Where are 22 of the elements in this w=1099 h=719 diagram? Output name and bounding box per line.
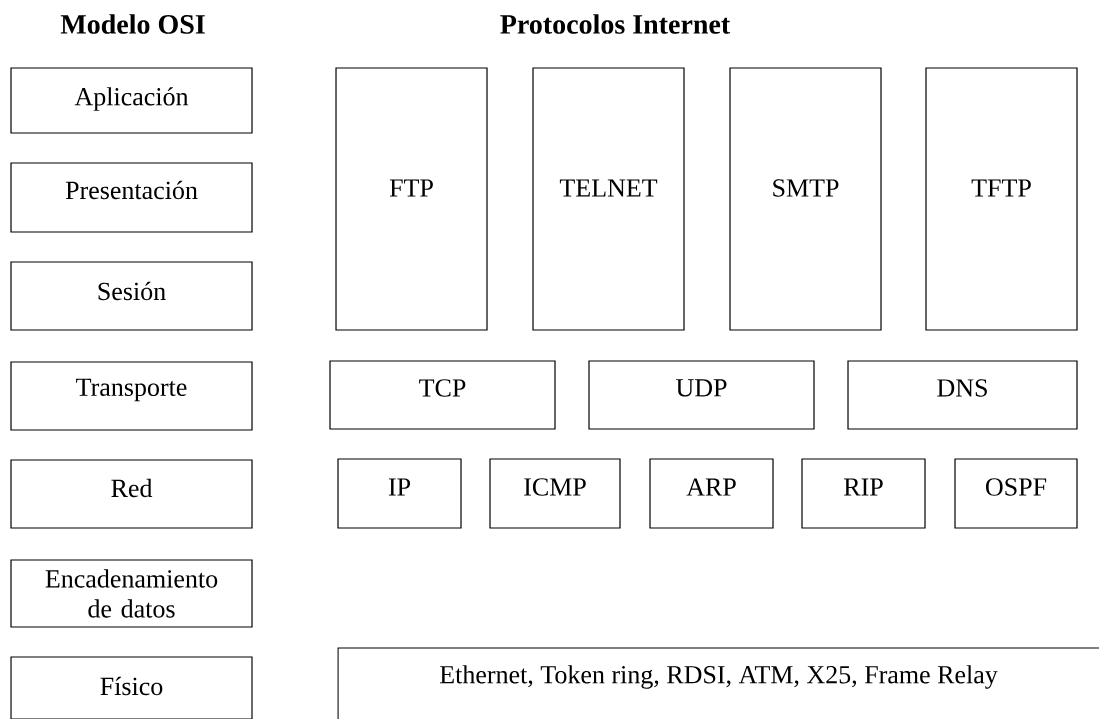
protocol-box: DNS: [847, 360, 1078, 430]
protocol-box: TFTP: [925, 67, 1078, 331]
layer-box: Encadenamiento de datos: [10, 559, 253, 628]
protocol-box: TCP: [329, 360, 556, 430]
layer-box: Red: [10, 459, 253, 529]
layer-box: Presentación: [10, 162, 253, 233]
protocol-box: FTP: [335, 67, 488, 331]
layer-box: Físico: [10, 656, 253, 719]
heading: Modelo OSI: [60, 14, 205, 34]
protocol-box: IP: [337, 458, 462, 529]
protocol-box: ICMP: [489, 458, 621, 529]
protocol-box: SMTP: [729, 67, 882, 331]
protocol-box: OSPF: [954, 458, 1078, 529]
protocol-box: TELNET: [532, 67, 685, 331]
protocol-box: RIP: [801, 458, 926, 529]
protocol-box: ARP: [649, 458, 774, 529]
layer-box: Aplicación: [10, 67, 253, 134]
layer-box: Transporte: [10, 361, 253, 431]
protocol-box: UDP: [588, 360, 815, 430]
layer-box: Sesión: [10, 261, 253, 331]
heading: Protocolos Internet: [500, 14, 731, 34]
network-box: Ethernet, Token ring, RDSI, ATM, X25, Frame Relay: [337, 647, 1099, 719]
